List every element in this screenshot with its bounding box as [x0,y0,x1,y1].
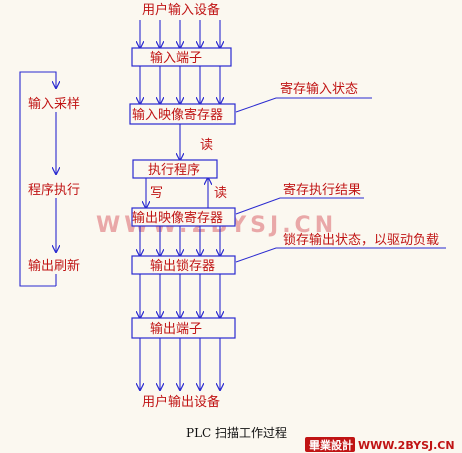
cycle-program-execution: 程序执行 [28,183,80,198]
annotation-store-input: 寄存输入状态 [280,81,358,97]
read-label-2: 读 [214,186,227,201]
output-image-register-box [131,207,236,227]
output-latch-label: 输出锁存器 [150,258,215,274]
bottom-label: 用户输出设备 [142,394,220,410]
input-image-register-box [129,103,236,125]
input-terminal-label: 输入端子 [150,50,202,66]
figure-caption: PLC 扫描工作过程 [186,425,287,440]
output-terminal-box [131,317,236,339]
top-label: 用户输入设备 [142,2,220,18]
brand-url-text: WWW.2BYSJ.CN [358,439,455,452]
write-label: 写 [150,186,163,201]
output-image-register-label: 输出映像寄存器 [132,210,223,226]
scan-cycle-loop [19,71,56,287]
cycle-input-sampling: 输入采样 [28,96,80,112]
brand-logo-box [305,437,355,452]
annotation-leaders [235,97,446,263]
execute-program-label: 执行程序 [148,163,200,178]
output-terminal-label: 输出端子 [150,321,202,337]
annotation-store-result: 寄存执行结果 [283,182,361,198]
read-label-1: 读 [200,138,213,153]
input-terminal-box [131,47,232,67]
input-device-lines [140,20,220,390]
annotation-latch-output: 锁存输出状态，以驱动负载 [283,232,439,248]
cycle-output-refresh: 输出刷新 [28,258,80,274]
output-latch-box [131,255,236,275]
footer-brand: 畢業設計 WWW.2BYSJ.CN [305,437,455,452]
input-image-register-label: 输入映像寄存器 [132,107,223,123]
execute-program-box [132,159,218,179]
brand-logo-text: 畢業設計 [309,438,353,452]
